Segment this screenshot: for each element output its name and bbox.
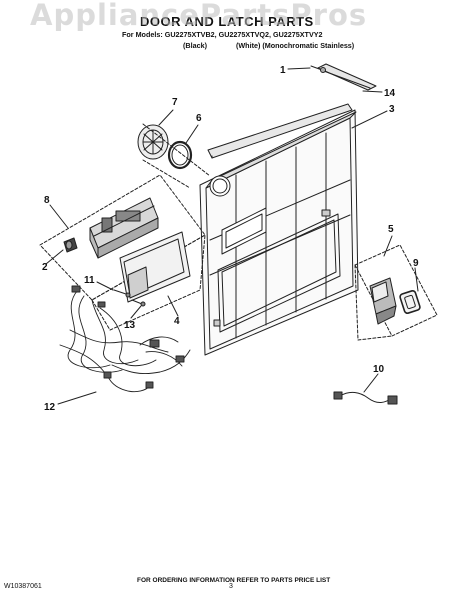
callout-6: 6: [196, 113, 202, 124]
callout-7: 7: [172, 97, 178, 108]
callout-13: 13: [124, 320, 136, 331]
callout-10: 10: [373, 364, 385, 375]
part-7-vent-cap: [137, 124, 169, 160]
part-13-screw: [131, 299, 146, 307]
ordering-note: FOR ORDERING INFORMATION REFER TO PARTS …: [137, 577, 331, 584]
callout-14: 14: [384, 88, 396, 99]
model-list: For Models: GU2275XTVB2, GU2275XTVQ2, GU…: [122, 30, 323, 39]
callout-2: 2: [42, 262, 48, 273]
part-3-inner-door-panel: [199, 103, 359, 356]
part-11-screw: [113, 289, 131, 298]
callout-8: 8: [44, 195, 50, 206]
part-1-screw: [310, 65, 326, 73]
watermark-logo: AppliancePartsPros: [30, 0, 368, 32]
finish-white: (White) (Monochromatic Stainless): [236, 41, 355, 50]
part-14-top-strip: [317, 63, 377, 91]
part-12-wire-harness: [59, 285, 191, 393]
part-9-latch-gasket: [399, 289, 421, 315]
callout-12: 12: [44, 402, 56, 413]
part-10-latch-harness: [333, 391, 398, 405]
part-2-knob: [63, 237, 78, 253]
page-number: 3: [229, 583, 233, 590]
callout-1: 1: [280, 65, 286, 76]
callout-3: 3: [389, 104, 395, 115]
part-8-control-housing: [89, 197, 159, 259]
part-4-control-board: [119, 231, 191, 303]
page-title: DOOR AND LATCH PARTS: [140, 14, 314, 29]
document-number: W10387061: [4, 583, 42, 590]
callout-11: 11: [84, 275, 95, 286]
callout-5: 5: [388, 224, 394, 235]
callout-9: 9: [413, 258, 419, 269]
callout-leaders: [45, 67, 419, 405]
callout-4: 4: [174, 316, 180, 327]
part-6-vent-gasket: [167, 140, 193, 170]
finish-black: (Black): [183, 41, 207, 50]
part-5-door-latch: [369, 277, 397, 325]
